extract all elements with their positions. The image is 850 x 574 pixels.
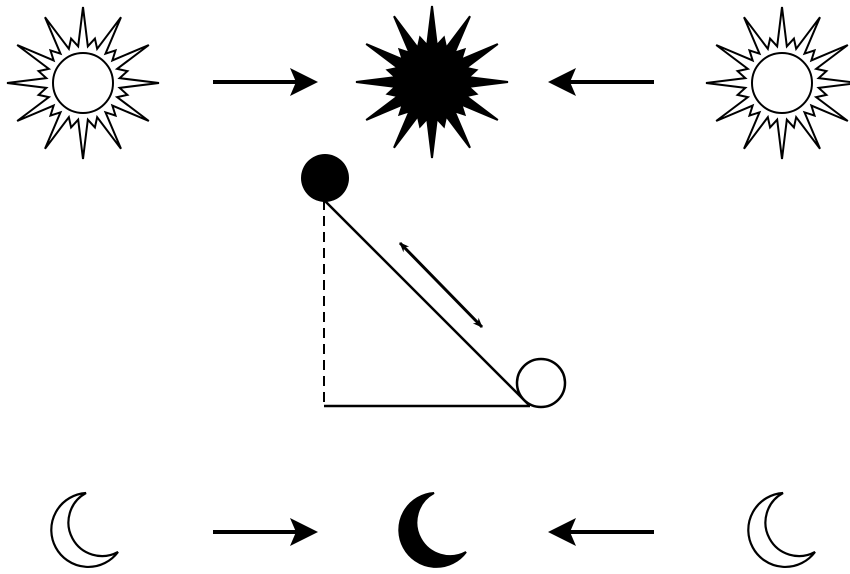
crescent-outline-icon — [748, 493, 815, 567]
crescent-outline-icon — [51, 493, 118, 567]
crescent-filled-icon — [399, 493, 466, 567]
incline-figure — [301, 154, 565, 407]
sun-core — [402, 52, 462, 112]
sun-filled-icon — [356, 6, 508, 158]
double-headed-arrow-icon — [400, 243, 482, 327]
filled-circle-icon — [301, 154, 349, 202]
sun-core — [752, 53, 812, 113]
arrow-right-icon — [213, 68, 318, 96]
arrow-left-icon — [548, 68, 654, 96]
arrow-left-icon — [548, 518, 654, 546]
sun-outline-icon — [7, 7, 159, 159]
arrow-right-icon — [213, 518, 318, 546]
sun-core — [53, 53, 113, 113]
hollow-circle-icon — [517, 359, 565, 407]
hypotenuse — [324, 200, 530, 406]
sun-outline-icon — [706, 7, 850, 159]
moon-row — [51, 493, 815, 567]
sun-row — [7, 6, 850, 159]
